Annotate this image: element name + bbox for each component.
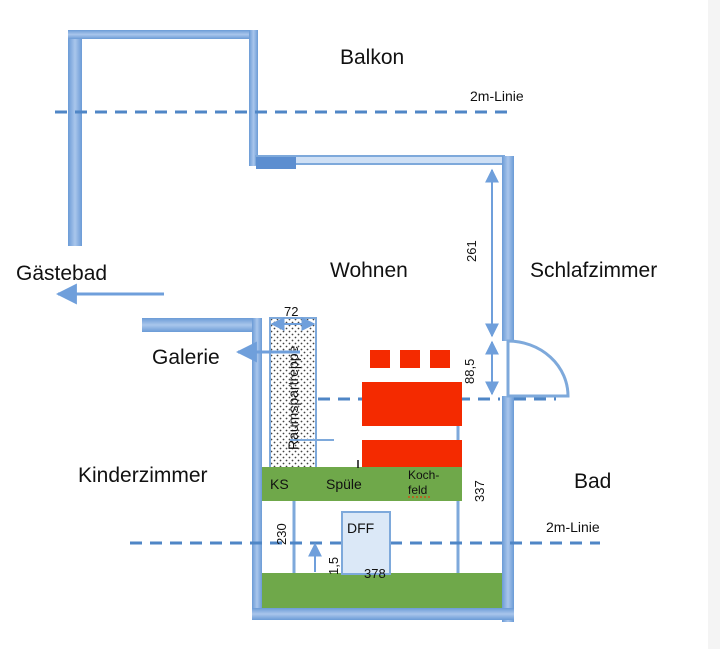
- kitchen-counter: [262, 467, 462, 501]
- stair-label: Raumspartreppe: [285, 346, 301, 450]
- red-square-2: [400, 350, 420, 368]
- room-label-gaestebad: Gästebad: [16, 262, 107, 285]
- wall-top-balcony: [68, 30, 258, 39]
- wall-balcony-right: [249, 30, 258, 166]
- room-label-galerie: Galerie: [152, 346, 220, 369]
- wall-bottom: [252, 608, 514, 620]
- two-m-line-label-bottom: 2m-Linie: [546, 519, 600, 535]
- red-block-lower: [362, 440, 462, 468]
- dim-378-label: 378: [364, 566, 386, 581]
- room-label-balkon: Balkon: [340, 46, 404, 69]
- wall-right-upper: [502, 156, 514, 341]
- room-label-wohnen: Wohnen: [330, 259, 408, 282]
- dim-261-label: 261: [464, 240, 479, 262]
- dim-15-label: 1,5: [326, 557, 341, 575]
- wall-kitchen-left: [252, 318, 262, 620]
- walls: [68, 30, 514, 622]
- room-label-kinderzimmer: Kinderzimmer: [78, 464, 208, 487]
- door-swing: [506, 339, 570, 398]
- wall-right-lower: [502, 396, 514, 622]
- spuele-label: Spüle: [326, 476, 362, 492]
- wall-living-top-block: [256, 157, 296, 169]
- room-label-bad: Bad: [574, 470, 611, 493]
- page-edge-strip: [708, 0, 720, 649]
- kochfeld-label-2: feld: [408, 483, 427, 497]
- red-square-3: [430, 350, 450, 368]
- dff-box: [341, 511, 391, 575]
- red-square-1: [370, 350, 390, 368]
- dim-72-label: 72: [284, 304, 298, 319]
- kochfeld-label-1: Koch-: [408, 468, 439, 482]
- dim-88-label: 88,5: [462, 359, 477, 384]
- wall-galerie: [142, 318, 260, 332]
- bottom-counter: [262, 573, 502, 608]
- dim-230-label: 230: [274, 523, 289, 545]
- room-label-schlafzimmer: Schlafzimmer: [530, 259, 657, 282]
- two-m-line-label-top: 2m-Linie: [470, 88, 524, 104]
- ks-label: KS: [270, 476, 289, 492]
- wall-left-outer: [68, 30, 82, 246]
- red-block-upper: [362, 382, 462, 426]
- dim-337-label: 337: [472, 480, 487, 502]
- red-blocks: [362, 350, 462, 468]
- dff-label: DFF: [347, 520, 374, 536]
